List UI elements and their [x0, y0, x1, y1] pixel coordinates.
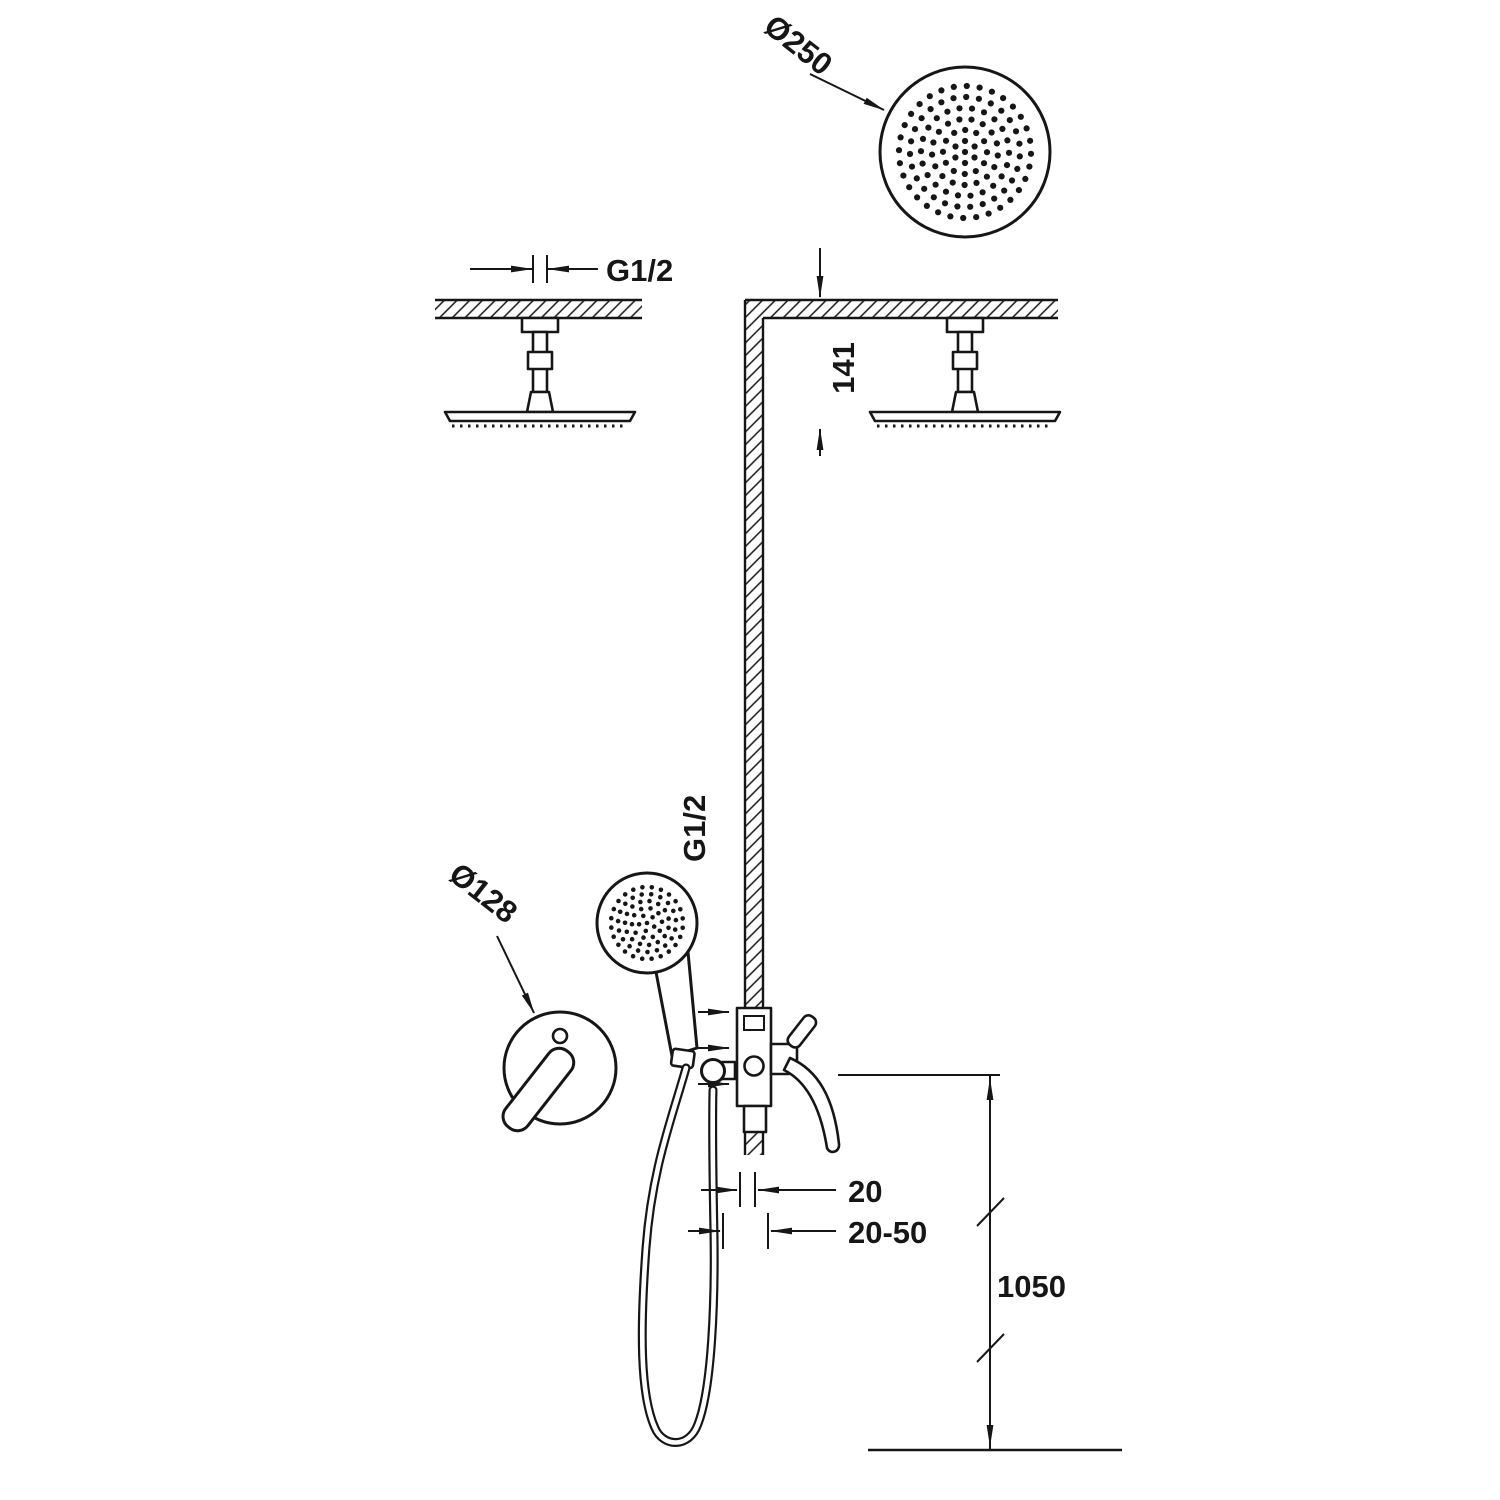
label-depth-range: 20-50	[848, 1215, 927, 1250]
ceiling-arm-right	[868, 316, 1062, 428]
mixer-trim-plate: Ø128	[443, 856, 618, 1133]
hand-shower	[595, 871, 737, 1447]
spray-nozzle-dots	[895, 82, 1035, 222]
valve-outlet	[742, 1104, 768, 1134]
dimension-ceiling-thread: G1/2	[470, 253, 673, 288]
diverter-knob	[786, 1014, 818, 1049]
label-hand-shower-diameter: Ø128	[443, 856, 524, 930]
wall-section	[743, 298, 1058, 1155]
break-mark-upper	[976, 1197, 1005, 1227]
label-ceiling-thread: G1/2	[606, 253, 673, 288]
label-height-1050: 1050	[997, 1269, 1066, 1304]
ceiling-section-left	[435, 298, 642, 320]
label-head-drop: 141	[826, 342, 861, 394]
dimension-mounting-depth: 20 20-50	[688, 1172, 927, 1250]
hose-fitting	[669, 1047, 696, 1070]
break-mark-lower	[976, 1333, 1005, 1363]
leader-arrow-trim-plate	[496, 935, 535, 1014]
rain-shower-head-top-view: Ø250	[758, 8, 1052, 239]
shower-hose	[637, 1063, 719, 1447]
leader-arrow-rain-head	[809, 73, 885, 111]
label-rain-head-diameter: Ø250	[758, 8, 839, 82]
mixer-lever	[501, 1046, 576, 1133]
label-wall-thread: G1/2	[677, 795, 712, 862]
hand-shower-nozzle-dots	[609, 885, 685, 961]
valve-lever	[782, 1056, 841, 1154]
concealed-valve	[698, 1006, 841, 1154]
ceiling-arm-left	[443, 316, 637, 428]
holder-ring	[700, 1058, 726, 1084]
dimension-valve-height: 1050	[838, 1074, 1122, 1452]
label-depth-20: 20	[848, 1174, 882, 1209]
dimension-head-drop: 141	[816, 248, 861, 456]
